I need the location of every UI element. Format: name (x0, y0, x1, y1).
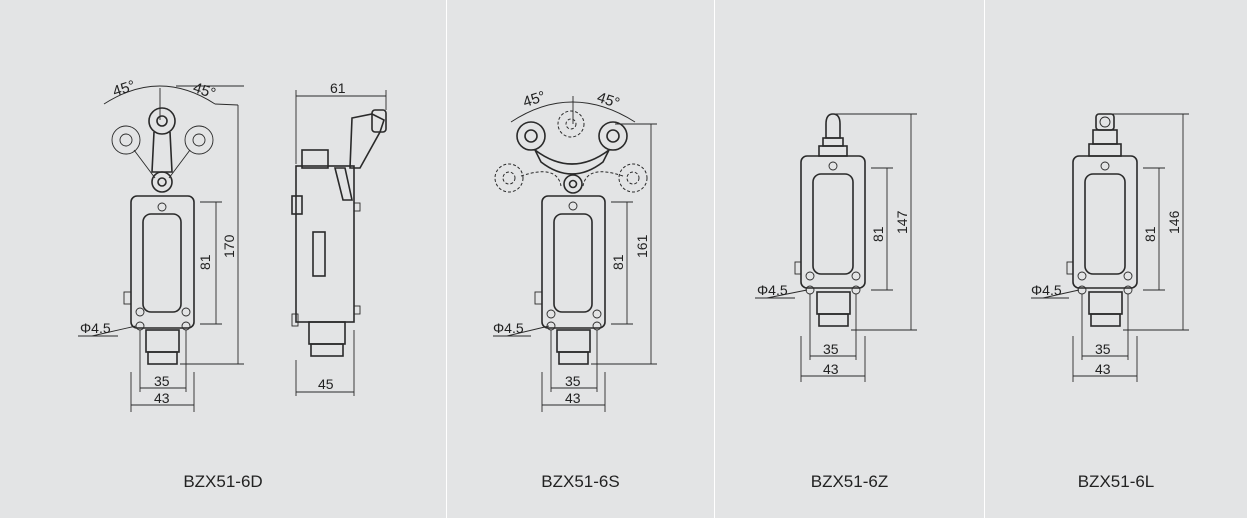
roller-right (184, 125, 214, 155)
angle-arc (103, 85, 216, 105)
cable-gland (816, 291, 851, 315)
model-label-bzx51-6z: BZX51-6Z (810, 472, 889, 491)
cable-gland (1088, 291, 1123, 315)
dim-height-total: 170 (221, 234, 237, 258)
angle-arc (510, 101, 636, 123)
dim-width-inner: 35 (154, 373, 170, 389)
panel-bzx51-6l: 81 146 Φ4.5 35 43 BZX51-6L (985, 0, 1247, 518)
fork-lever (534, 149, 610, 175)
side-lever (349, 113, 385, 169)
switch-body (130, 195, 195, 329)
switch-body (541, 195, 606, 329)
side-view: 61 45 (291, 80, 387, 396)
lever-hub (563, 174, 583, 194)
cable-gland (556, 329, 591, 353)
dim-width-inner: 35 (565, 373, 581, 389)
body-window (1084, 173, 1126, 275)
dim-height-total: 161 (634, 234, 650, 258)
dim-width-outer: 43 (823, 361, 839, 377)
drawing-bzx51-6d: 45° 45° 81 170 Φ4.5 35 43 (78, 77, 387, 412)
roller-left (111, 125, 141, 155)
drawing-bzx51-6l: 81 146 Φ4.5 35 43 (1031, 113, 1189, 382)
switch-body (1072, 155, 1138, 289)
plunger-base (1088, 143, 1122, 157)
dim-height-body: 81 (1142, 226, 1158, 242)
dim-width-inner: 35 (1095, 341, 1111, 357)
plunger-tip (825, 113, 841, 139)
dim-side-width: 61 (330, 80, 346, 96)
roller-right (598, 121, 628, 151)
model-label-bzx51-6s: BZX51-6S (541, 472, 620, 491)
angle-label-right: 45° (595, 89, 622, 112)
model-label-bzx51-6d: BZX51-6D (183, 472, 263, 491)
lever-arm (151, 131, 173, 173)
dim-height-body: 81 (197, 254, 213, 270)
model-label-bzx51-6l: BZX51-6L (1077, 472, 1155, 491)
roller-center (148, 107, 176, 135)
dim-side-depth: 45 (318, 376, 334, 392)
dim-width-outer: 43 (565, 390, 581, 406)
roller-tip (1095, 113, 1115, 131)
dim-hole: Φ4.5 (757, 282, 788, 298)
dim-width-outer: 43 (154, 390, 170, 406)
plunger-base (818, 145, 848, 157)
dim-height-total: 146 (1166, 210, 1182, 234)
panel-bzx51-6s: 45° 45° 81 161 Φ4.5 35 43 BZX51-6S (447, 0, 715, 518)
front-view: 45° 45° 81 170 Φ4.5 35 43 (78, 77, 244, 412)
angle-label-left: 45° (521, 88, 548, 111)
body-window (812, 173, 854, 275)
dim-height-body: 81 (610, 254, 626, 270)
dim-hole: Φ4.5 (1031, 282, 1062, 298)
switch-body (800, 155, 866, 289)
dim-width-inner: 35 (823, 341, 839, 357)
side-slot (312, 231, 326, 277)
dim-hole: Φ4.5 (493, 320, 524, 336)
lever-hub (151, 171, 173, 193)
angle-label-right: 45° (191, 79, 218, 102)
roller-left (516, 121, 546, 151)
panel-bzx51-6z: 81 147 Φ4.5 35 43 BZX51-6Z (715, 0, 985, 518)
drawing-bzx51-6s: 45° 45° 81 161 Φ4.5 35 43 (493, 88, 657, 412)
dim-height-total: 147 (894, 210, 910, 234)
cable-gland (145, 329, 180, 353)
body-window (553, 213, 593, 313)
roller-center (557, 110, 585, 138)
panel-bzx51-6d: 45° 45° 81 170 Φ4.5 35 43 (0, 0, 447, 518)
angle-label-left: 45° (111, 77, 138, 100)
dim-width-outer: 43 (1095, 361, 1111, 377)
drawing-bzx51-6z: 81 147 Φ4.5 35 43 (755, 113, 917, 382)
body-window (142, 213, 182, 313)
dim-hole: Φ4.5 (80, 320, 111, 336)
dim-height-body: 81 (870, 226, 886, 242)
